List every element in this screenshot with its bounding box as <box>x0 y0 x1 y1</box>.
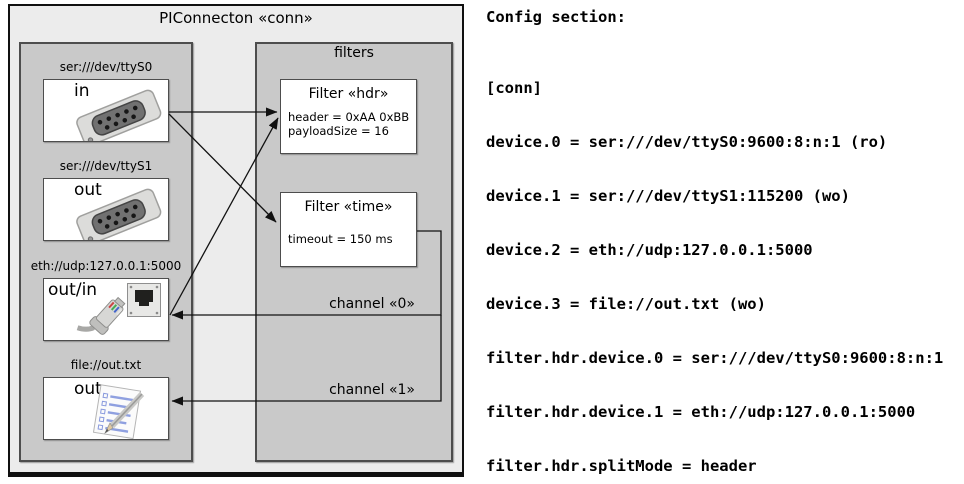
filter-hdr-prop-header: header = 0xAA 0xBB <box>288 110 410 124</box>
channel-0-label: channel «0» <box>329 296 415 312</box>
device-uri-ttyS1: ser:///dev/ttyS1 <box>59 159 153 173</box>
ethernet-plug-icon <box>76 296 126 335</box>
filter-time-name: Filter «time» <box>304 199 393 215</box>
filters-panel-title: filters <box>334 45 374 61</box>
filter-hdr-name: Filter «hdr» <box>308 86 389 102</box>
device-box-ttyS0: in <box>43 79 169 142</box>
filter-hdr-box: Filter «hdr» header = 0xAA 0xBB payloadS… <box>280 79 417 154</box>
config-line: filter.hdr.splitMode = header <box>486 457 757 475</box>
config-line: [conn] <box>486 79 542 97</box>
channel-1-label: channel «1» <box>329 382 415 398</box>
filter-time-prop-timeout: timeout = 150 ms <box>288 232 393 246</box>
device-mode-label: out <box>74 180 102 200</box>
diagram-title: PIConnecton «conn» <box>159 9 313 27</box>
device-uri-ttyS0: ser:///dev/ttyS0 <box>59 60 153 74</box>
device-box-ttyS1: out <box>43 178 169 241</box>
config-section: Config section: [conn] device.0 = ser://… <box>486 8 953 484</box>
filter-hdr-prop-payloadsize: payloadSize = 16 <box>288 124 389 138</box>
device-mode-label: out/in <box>48 280 98 300</box>
config-line: device.1 = ser:///dev/ttyS1:115200 (wo) <box>486 187 850 205</box>
filter-time-box: Filter «time» timeout = 150 ms <box>280 192 417 267</box>
config-listing: [conn] device.0 = ser:///dev/ttyS0:9600:… <box>486 43 953 484</box>
device-uri-file: file://out.txt <box>70 358 142 372</box>
config-line: filter.hdr.device.1 = eth://udp:127.0.0.… <box>486 403 916 421</box>
config-line: device.3 = file://out.txt (wo) <box>486 295 766 313</box>
device-mode-label: out <box>74 379 102 399</box>
config-line: device.0 = ser:///dev/ttyS0:9600:8:n:1 (… <box>486 133 888 151</box>
config-line: device.2 = eth://udp:127.0.0.1:5000 <box>486 241 813 259</box>
device-box-file: out <box>43 377 169 440</box>
device-box-eth: out/in <box>43 278 169 341</box>
serial-connector-icon <box>76 188 162 240</box>
device-mode-label: in <box>74 81 90 101</box>
config-line: filter.hdr.device.0 = ser:///dev/ttyS0:9… <box>486 349 944 367</box>
notepad-pencil-icon <box>92 384 145 440</box>
device-uri-eth: eth://udp:127.0.0.1:5000 <box>30 259 182 273</box>
serial-connector-icon <box>76 89 162 141</box>
config-heading: Config section: <box>486 8 626 26</box>
ethernet-jack-icon <box>127 283 161 317</box>
